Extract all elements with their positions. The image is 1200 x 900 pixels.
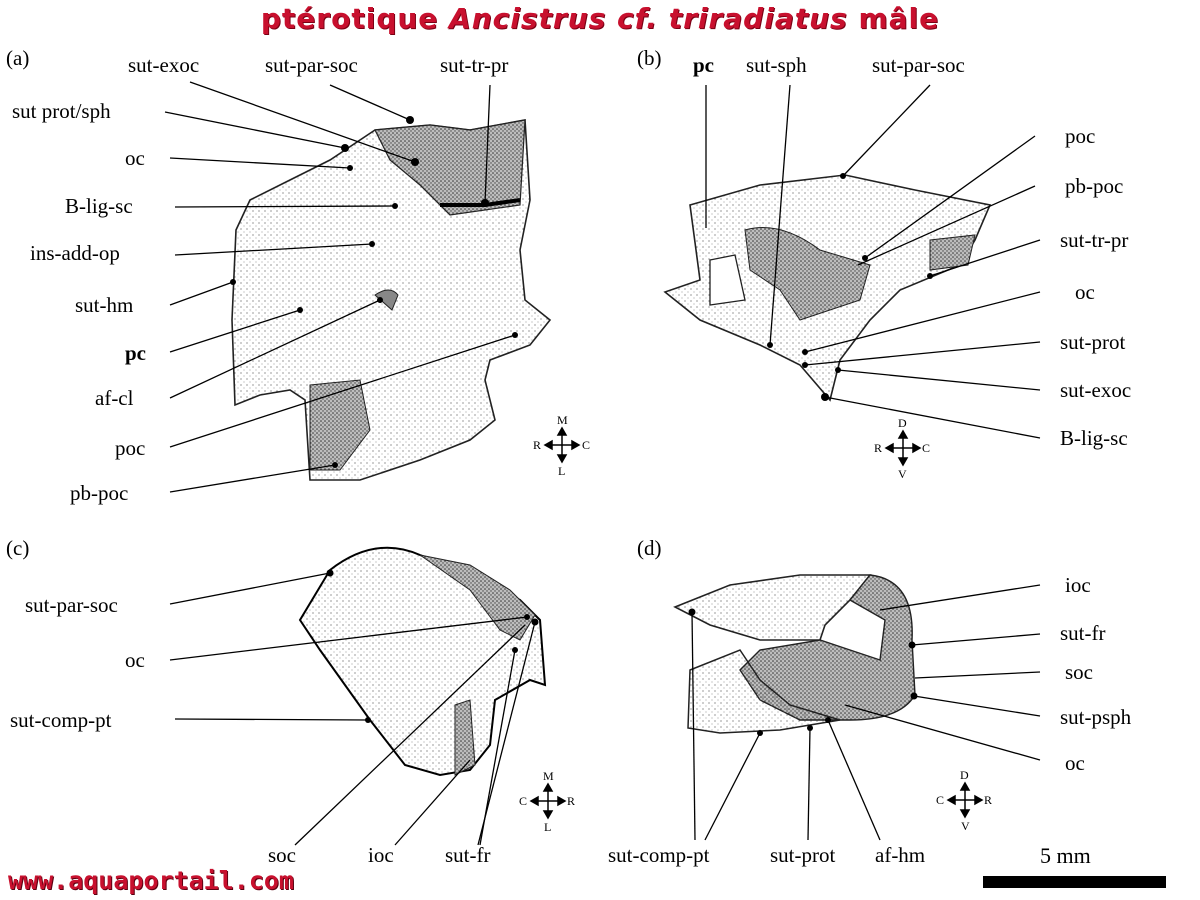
panel-b-label-sut-prot: sut-prot (1060, 330, 1125, 354)
panel-c-label-sut-par-soc: sut-par-soc (25, 593, 118, 617)
panel-b-label-pb-poc: pb-poc (1065, 174, 1123, 198)
panel-d-label-sut-comp-pt: sut-comp-pt (608, 843, 710, 867)
panel-a-tag: (a) (6, 46, 29, 70)
panel-a-label-oc: oc (125, 146, 145, 170)
scale-bar (983, 876, 1166, 888)
panel-d-bone-lower (687, 649, 841, 734)
scale-label: 5 mm (1040, 843, 1091, 868)
website-watermark[interactable]: www.aquaportail.com (8, 866, 294, 895)
panel-b-label-b-lig-sc: B-lig-sc (1060, 426, 1128, 450)
panel-d-compass-bottom: V (961, 819, 970, 833)
panel-b-label-pc: pc (693, 53, 714, 77)
panel-c-label-oc: oc (125, 648, 145, 672)
panel-c-label-soc: soc (268, 843, 296, 867)
panel-b-dots (767, 173, 933, 401)
figure-title: ptérotique Ancistrus cf. triradiatus mâl… (0, 2, 1200, 35)
panel-a-label-af-cl: af-cl (95, 386, 134, 410)
panel-a-label-pc: pc (125, 341, 146, 365)
panel-a-label-sut-hm: sut-hm (75, 293, 133, 317)
panel-a-compass-top: M (557, 413, 568, 427)
panel-a-dots (230, 116, 518, 468)
panel-c-leaders (169, 572, 536, 846)
panel-c-compass-left: C (519, 794, 527, 808)
panel-b-leaders (705, 84, 1041, 439)
panel-c-dots (326, 569, 539, 723)
title-suffix: mâle (847, 2, 940, 35)
panel-b-compass-top: D (898, 416, 907, 430)
panel-b-label-sut-exoc: sut-exoc (1060, 378, 1131, 402)
panel-a-pore (374, 289, 399, 311)
panel-b-label-poc: poc (1065, 124, 1095, 148)
panel-d-label-sut-psph: sut-psph (1060, 705, 1132, 729)
panel-d-compass (946, 781, 984, 819)
panel-c-label-sut-fr: sut-fr (445, 843, 491, 867)
title-prefix: ptérotique (260, 2, 450, 35)
panel-a: (a) sut-exoc s (6, 46, 590, 505)
panel-a-compass-right: C (582, 438, 590, 452)
panel-d-label-sut-prot: sut-prot (770, 843, 835, 867)
panel-d-label-sut-fr: sut-fr (1060, 621, 1106, 645)
panel-c-compass-bottom: L (544, 820, 551, 834)
panel-c-bone (298, 546, 547, 777)
panel-a-label-sut-prot-sph: sut prot/sph (12, 99, 111, 123)
panel-b-compass (884, 429, 922, 467)
panel-d-bone-ring (739, 574, 916, 721)
panel-a-label-sut-tr-pr: sut-tr-pr (440, 53, 508, 77)
panel-b-lobe (929, 234, 976, 271)
panel-b-label-oc: oc (1075, 280, 1095, 304)
panel-c-label-sut-comp-pt: sut-comp-pt (10, 708, 112, 732)
panel-d-tag: (d) (637, 536, 662, 560)
panel-b: (b) pc sut-sph sut-par-soc poc p (637, 46, 1131, 481)
panel-a-label-poc: poc (115, 436, 145, 460)
panel-b-compass-left: R (874, 441, 882, 455)
panel-b-label-sut-par-soc: sut-par-soc (872, 53, 965, 77)
panel-a-label-sut-par-soc: sut-par-soc (265, 53, 358, 77)
title-species: Ancistrus cf. triradiatus (449, 2, 848, 35)
panel-a-label-pb-poc: pb-poc (70, 481, 128, 505)
panel-c-tag: (c) (6, 536, 29, 560)
panel-a-label-sut-exoc: sut-exoc (128, 53, 199, 77)
panel-d-label-soc: soc (1065, 660, 1093, 684)
panel-b-compass-bottom: V (898, 467, 907, 481)
panel-d-bone-top (673, 574, 872, 641)
panel-a-leaders (164, 81, 516, 493)
panel-c-compass-right: R (567, 794, 575, 808)
panel-a-label-ins-add-op: ins-add-op (30, 241, 120, 265)
panel-c-label-ioc: ioc (368, 843, 394, 867)
panel-b-compass-right: C (922, 441, 930, 455)
panel-a-compass-left: R (533, 438, 541, 452)
panel-d-compass-right: R (984, 793, 992, 807)
panel-d-label-af-hm: af-hm (875, 843, 925, 867)
panel-d-compass-top: D (960, 768, 969, 782)
panel-c-compass (529, 782, 567, 820)
panel-d: (d) ioc sut-fr soc sut-psph oc sut-comp-… (608, 536, 1132, 867)
panel-d-compass-left: C (936, 793, 944, 807)
panel-d-label-ioc: ioc (1065, 573, 1091, 597)
panel-b-dense-region (744, 227, 871, 321)
panel-d-label-oc: oc (1065, 751, 1085, 775)
panel-c: (c) sut-par-soc oc sut-comp-pt soc ioc s… (6, 536, 575, 867)
panel-c-dense-region (419, 554, 536, 641)
panel-b-tag: (b) (637, 46, 662, 70)
panel-b-label-sut-sph: sut-sph (746, 53, 807, 77)
panel-a-pb-region (309, 379, 371, 471)
panel-c-ioc-region (454, 699, 476, 776)
panel-b-opening (709, 254, 746, 306)
panel-a-compass (543, 426, 581, 464)
panel-d-leaders (691, 584, 1041, 841)
panel-a-label-b-lig-sc: B-lig-sc (65, 194, 133, 218)
panel-d-dots (688, 608, 918, 736)
panel-c-compass-top: M (543, 769, 554, 783)
panel-b-label-sut-tr-pr: sut-tr-pr (1060, 228, 1128, 252)
panel-a-compass-bottom: L (558, 464, 565, 478)
